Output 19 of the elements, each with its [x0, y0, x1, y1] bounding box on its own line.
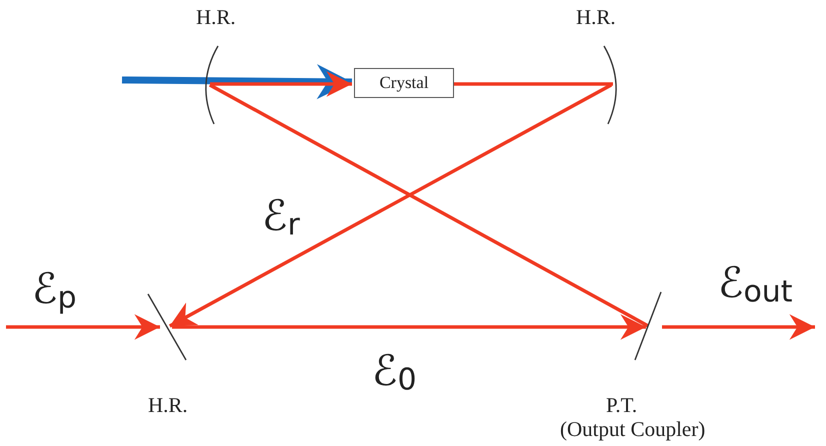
mirror-label: H.R. — [196, 6, 236, 30]
mirror-label: P.T. — [606, 394, 638, 418]
beam-line — [454, 82, 613, 86]
beam-line — [208, 83, 650, 328]
mirror-label: H.R. — [576, 6, 616, 30]
field-symbol: ℰ$_{0}$ — [372, 350, 417, 396]
field-symbol: ℰ$_{p}$ — [32, 268, 76, 314]
beam-arrow — [172, 314, 646, 340]
mirror-label: (Output Coupler) — [560, 418, 706, 442]
crystal-box — [354, 68, 454, 98]
beam-arrow — [168, 83, 612, 328]
component-label: Crystal — [378, 74, 430, 93]
beam-arrow — [122, 64, 352, 100]
beam-arrow — [210, 71, 352, 97]
field-symbol: ℰ$_{out}$ — [718, 262, 793, 308]
beam-arrow — [6, 314, 160, 340]
field-symbol: ℰ$_{r}$ — [262, 195, 300, 240]
mirror-label: H.R. — [148, 394, 188, 418]
beam-arrow — [662, 314, 815, 340]
